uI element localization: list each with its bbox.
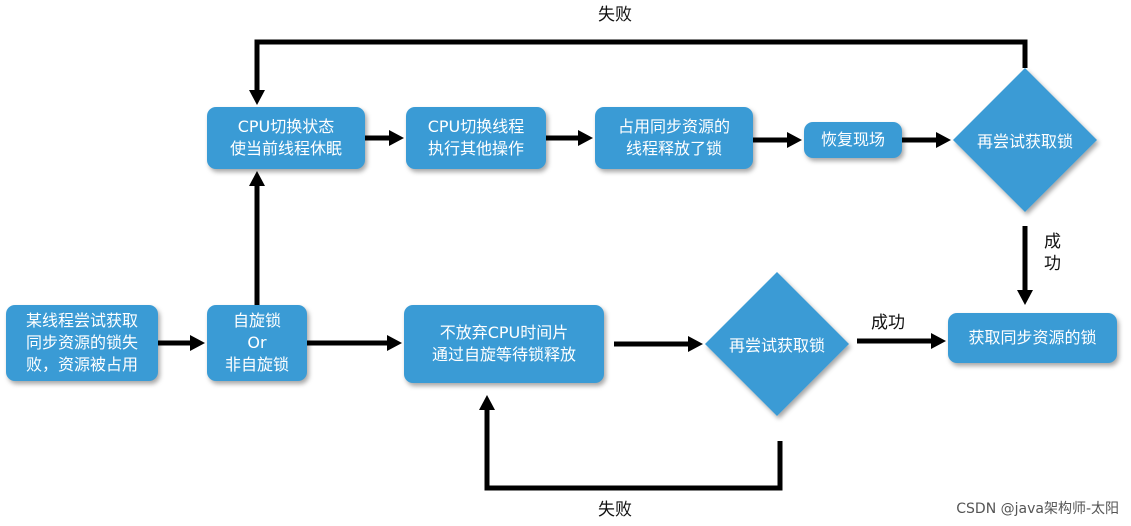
arrow-cpu-state-to-thread-head xyxy=(389,130,404,146)
node-start-line-3: 败，资源被占用 xyxy=(25,355,138,374)
arrow-spin-to-cpu-state xyxy=(249,171,265,305)
edge-label-bottom-success: 成功 xyxy=(871,313,905,333)
arrow-retry-bottom-fail-loop xyxy=(479,395,783,491)
arrow-spin-to-cpu-state-head xyxy=(249,171,265,186)
node-cpu-switch-state-line-1: CPU切换状态 xyxy=(237,117,335,136)
node-start-line-1: 某线程尝试获取 xyxy=(25,311,138,330)
decision-retry-top-label: 再尝试获取锁 xyxy=(976,132,1073,151)
arrow-retry-top-success-head xyxy=(1017,290,1033,305)
watermark: CSDN @java架构师-太阳 xyxy=(956,501,1119,517)
node-release-lock-line-1: 占用同步资源的 xyxy=(617,117,730,136)
arrow-spin-to-no-yield xyxy=(307,335,402,351)
arrow-restore-to-retry-top-head xyxy=(936,132,951,148)
arrow-retry-top-fail-loop-head xyxy=(249,90,265,105)
node-cpu-switch-thread-line-2: 执行其他操作 xyxy=(427,139,524,158)
node-spin-or-not: 自旋锁 Or 非自旋锁 xyxy=(207,305,307,381)
arrow-retry-top-fail-loop-line xyxy=(254,39,1028,90)
node-restore-context: 恢复现场 xyxy=(804,122,902,158)
edge-label-top-fail: 失败 xyxy=(598,5,632,25)
arrow-release-to-restore xyxy=(753,132,802,148)
node-release-lock-line-2: 线程释放了锁 xyxy=(625,139,722,158)
node-cpu-switch-thread: CPU切换线程 执行其他操作 xyxy=(406,107,546,169)
arrow-retry-bottom-fail-loop-line xyxy=(484,410,783,491)
arrow-retry-top-success xyxy=(1017,226,1033,305)
node-spin-line-3: 非自旋锁 xyxy=(224,355,289,374)
edge-label-top-success-char-1: 成 xyxy=(1044,232,1061,252)
node-start-lock-failed: 某线程尝试获取 同步资源的锁失 败，资源被占用 xyxy=(6,305,158,381)
arrow-retry-bottom-success-head xyxy=(931,333,946,349)
arrow-cpu-state-to-thread xyxy=(365,130,404,146)
arrow-no-yield-to-retry-bottom-head xyxy=(688,336,703,352)
arrow-retry-bottom-fail-loop-head xyxy=(479,395,495,410)
arrow-start-to-spin-head xyxy=(190,335,205,351)
arrow-spin-to-no-yield-head xyxy=(387,335,402,351)
decision-retry-bottom-label: 再尝试获取锁 xyxy=(728,336,825,355)
node-acquire-lock: 获取同步资源的锁 xyxy=(948,313,1117,363)
arrow-thread-to-release-head xyxy=(578,130,593,146)
arrow-no-yield-to-retry-bottom xyxy=(614,336,703,352)
node-spin-line-2: Or xyxy=(247,333,267,352)
node-no-yield-cpu: 不放弃CPU时间片 通过自旋等待锁释放 xyxy=(404,305,604,383)
node-spin-line-1: 自旋锁 xyxy=(232,311,281,330)
node-acquire-lock-line-1: 获取同步资源的锁 xyxy=(968,328,1097,347)
arrow-restore-to-retry-top xyxy=(902,132,951,148)
edge-label-top-success: 成 功 xyxy=(1044,231,1061,275)
arrow-start-to-spin xyxy=(158,335,205,351)
arrow-retry-bottom-success xyxy=(857,333,946,349)
node-cpu-switch-state: CPU切换状态 使当前线程休眠 xyxy=(207,107,365,169)
node-release-lock: 占用同步资源的 线程释放了锁 xyxy=(595,107,753,169)
decision-retry-bottom-shape xyxy=(705,272,849,416)
node-restore-context-line-1: 恢复现场 xyxy=(820,130,885,149)
arrow-thread-to-release xyxy=(546,130,593,146)
edge-label-bottom-fail: 失败 xyxy=(598,500,632,520)
arrow-retry-top-fail-loop xyxy=(249,39,1028,105)
decision-retry-top-shape xyxy=(953,68,1097,212)
edge-label-top-success-char-2: 功 xyxy=(1044,254,1061,274)
node-no-yield-line-2: 通过自旋等待锁释放 xyxy=(431,345,576,364)
arrow-release-to-restore-head xyxy=(787,132,802,148)
node-start-line-2: 同步资源的锁失 xyxy=(25,333,138,352)
node-no-yield-line-1: 不放弃CPU时间片 xyxy=(439,323,569,342)
node-cpu-switch-thread-line-1: CPU切换线程 xyxy=(427,117,525,136)
node-cpu-switch-state-line-2: 使当前线程休眠 xyxy=(229,139,342,158)
